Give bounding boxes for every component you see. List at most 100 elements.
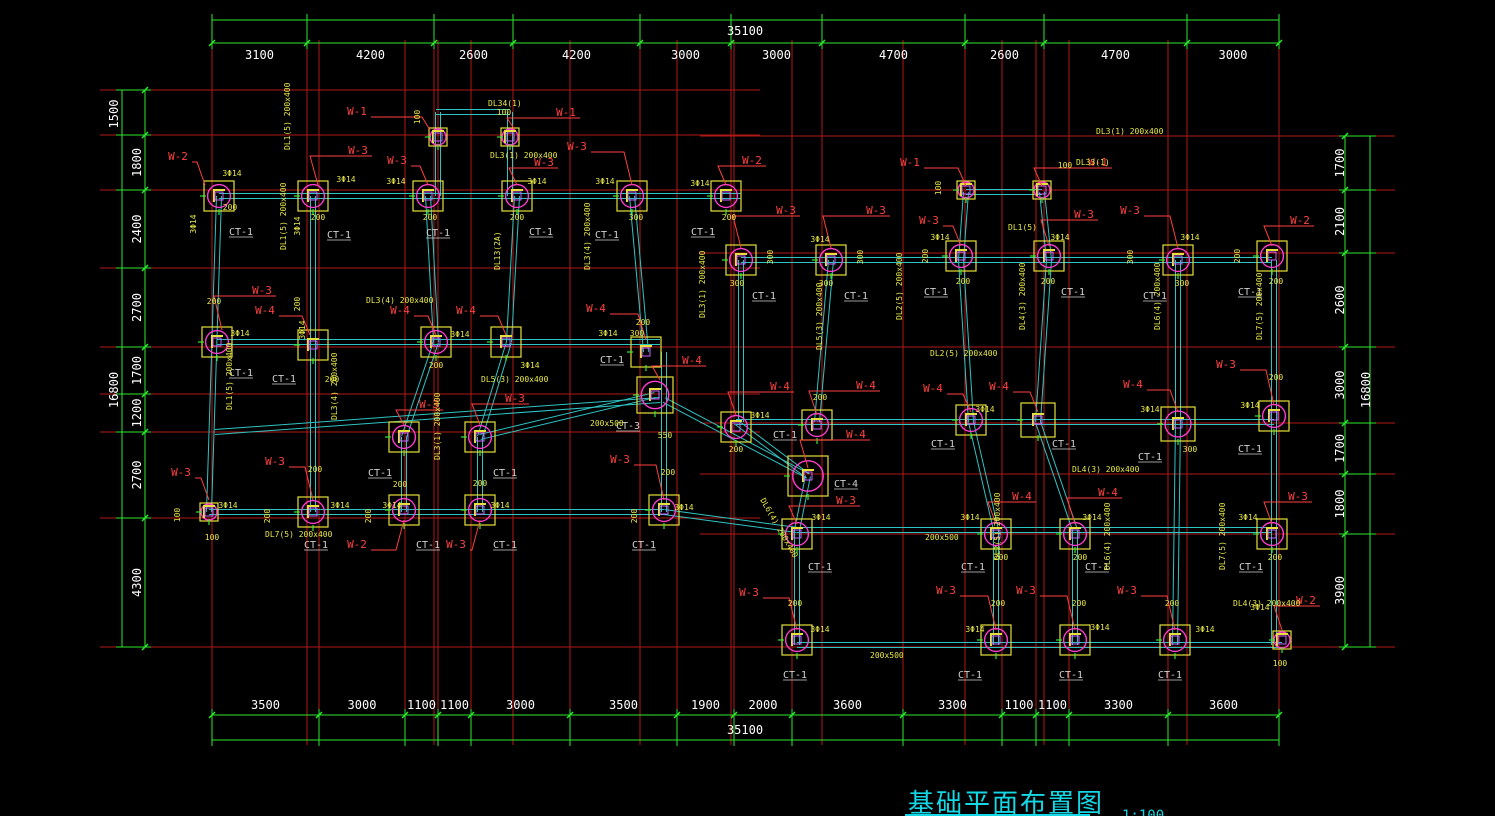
footing-type-label: W-2 xyxy=(1290,214,1310,227)
beam-edge xyxy=(818,260,834,423)
column-wall-l xyxy=(1069,527,1081,540)
column-wall-l xyxy=(811,418,823,431)
beam-note: DL4(3) 200x400 xyxy=(1233,599,1301,608)
dimension-tick xyxy=(1164,711,1172,719)
beam-edge xyxy=(1043,191,1052,260)
rebar-note: 3Φ14 xyxy=(298,320,307,339)
footing-size-note: 200 xyxy=(223,203,238,212)
rebar-note: 3Φ14 xyxy=(293,216,302,235)
label-leader xyxy=(591,151,633,186)
label-leader xyxy=(1141,595,1176,631)
column-wall-l xyxy=(398,430,410,443)
bottom-dimension-text: 1100 xyxy=(407,698,436,712)
footing-column-circle xyxy=(300,183,326,209)
beam-note: DL3(1) 200x400 xyxy=(698,250,707,318)
beam-edge xyxy=(215,401,661,435)
footing-size-note: 300 xyxy=(629,213,644,222)
label-leader xyxy=(471,403,529,426)
label-leader xyxy=(610,313,647,341)
column-wall-l xyxy=(307,338,319,351)
column-core xyxy=(812,420,822,430)
beam-note: DL6(4) 200x400 xyxy=(1103,502,1112,570)
beam-note: DL5(3) 200x400 xyxy=(815,282,824,350)
beam-note: DL2(5) 200x400 xyxy=(930,349,998,358)
cap-type-label: CT-1 xyxy=(229,368,253,379)
footing-type-label: W-3 xyxy=(836,494,856,507)
footing-outline xyxy=(710,180,742,212)
beam-edge xyxy=(1035,259,1048,422)
column-wall-l xyxy=(791,633,803,646)
rebar-note: 3Φ14 xyxy=(1195,625,1214,634)
column-core xyxy=(991,529,1001,539)
footing-column-circle xyxy=(300,499,326,525)
cap-type-label: CT-1 xyxy=(595,230,619,241)
footing-type-label: W-2 xyxy=(742,154,762,167)
footing-size-note: 200 xyxy=(1041,277,1056,286)
dimension-tick xyxy=(315,711,323,719)
label-leader xyxy=(822,215,890,249)
label-leader xyxy=(727,391,794,416)
column-core xyxy=(1269,411,1279,421)
label-leader xyxy=(1066,497,1122,525)
footing-size-note: 200 xyxy=(1269,277,1284,286)
beam-note: DL3(1) 200x400 xyxy=(490,151,558,160)
beam-note: DL2(5) 200x400 xyxy=(895,252,904,320)
column-core xyxy=(399,432,409,442)
top-dimension-text: 4200 xyxy=(562,48,591,62)
footing-column-circle xyxy=(1036,243,1062,269)
footing-size-note: 200 xyxy=(393,480,408,489)
column-wall-l xyxy=(1268,409,1280,422)
column-core xyxy=(475,505,485,515)
beam-note: DL1(5) 200x400 xyxy=(279,182,288,250)
footing-type-label: W-3 xyxy=(1288,490,1308,503)
column-core xyxy=(1070,529,1080,539)
dimension-tick xyxy=(141,390,149,398)
footing-size-note: 200 xyxy=(1073,553,1088,562)
beam-note: DL3(1) 200x400 xyxy=(433,392,442,460)
label-leader xyxy=(371,519,405,551)
dimension-tick xyxy=(1341,132,1349,140)
label-leader xyxy=(411,165,429,186)
label-leader xyxy=(279,315,311,336)
beam-note: 200x500 xyxy=(925,533,959,542)
column-core xyxy=(308,191,318,201)
dimension-tick xyxy=(1341,530,1349,538)
footing-type-label: W-1 xyxy=(556,106,576,119)
footing-type-label: W-4 xyxy=(846,428,866,441)
beam-edge xyxy=(664,509,798,529)
left-dimension-text: 1800 xyxy=(130,148,144,177)
cap-type-label: CT-1 xyxy=(1085,562,1109,573)
rebar-note: 3Φ14 xyxy=(450,330,469,339)
column-core xyxy=(792,529,802,539)
footing-type-label: W-1 xyxy=(900,156,920,169)
beam-edge xyxy=(664,397,810,475)
column-wall-l xyxy=(211,335,223,348)
column-core xyxy=(1267,529,1277,539)
beam-edge xyxy=(663,513,797,533)
column-core xyxy=(212,337,222,347)
dimension-tick xyxy=(141,428,149,436)
beam-note: DL7(5) 200x400 xyxy=(1255,272,1264,340)
footing-size-note: 200 xyxy=(510,213,525,222)
rebar-note: 3Φ14 xyxy=(330,501,349,510)
footing-type-label: W-1 xyxy=(347,105,367,118)
footing-size-note: 300 xyxy=(730,279,745,288)
column-wall-l xyxy=(1043,249,1055,262)
label-leader xyxy=(506,117,580,131)
column-core xyxy=(433,132,443,142)
footing-type-label: W-3 xyxy=(610,453,630,466)
footing-size-note: 300 xyxy=(630,329,645,338)
footing-column-circle xyxy=(728,247,754,273)
footing-type-label: W-3 xyxy=(866,204,886,217)
footing-size-note: 200 xyxy=(1268,553,1283,562)
bottom-dimension-text: 2000 xyxy=(749,698,778,712)
dimension-tick xyxy=(818,39,826,47)
dimension-tick xyxy=(430,39,438,47)
column-wall-l xyxy=(1172,417,1184,430)
drawing-title: 基础平面布置图 xyxy=(908,789,1104,816)
beam-note: DL4(3) 200x400 xyxy=(1018,262,1027,330)
column-wall-l xyxy=(474,503,486,516)
column-wall-l xyxy=(720,189,732,202)
footing-type-label: W-4 xyxy=(255,304,275,317)
